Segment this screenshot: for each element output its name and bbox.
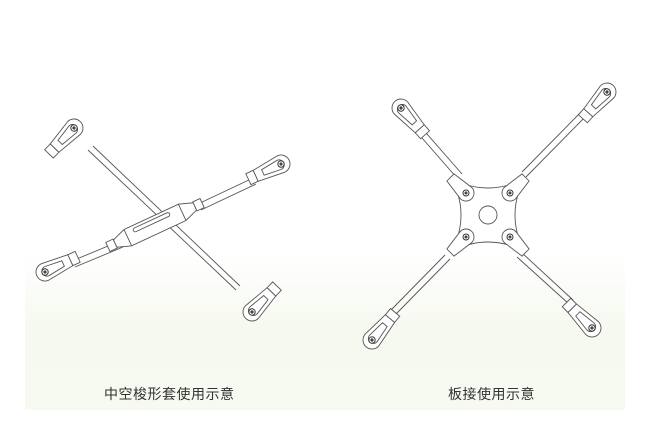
caption-plate-connection: 板接使用示意 (448, 387, 535, 403)
rod-b (35, 154, 291, 282)
plate-connection-drawing (362, 82, 617, 350)
hollow-sleeve-diagram: 中空梭形套使用示意 (0, 0, 325, 410)
hollow-spindle-sleeve (105, 197, 205, 253)
caption-hollow-sleeve: 中空梭形套使用示意 (104, 387, 235, 403)
hollow-sleeve-drawing (35, 118, 291, 322)
center-connecting-plate (446, 173, 530, 257)
plate-connection-diagram: 板接使用示意 (325, 0, 650, 410)
background-panel (25, 0, 625, 410)
